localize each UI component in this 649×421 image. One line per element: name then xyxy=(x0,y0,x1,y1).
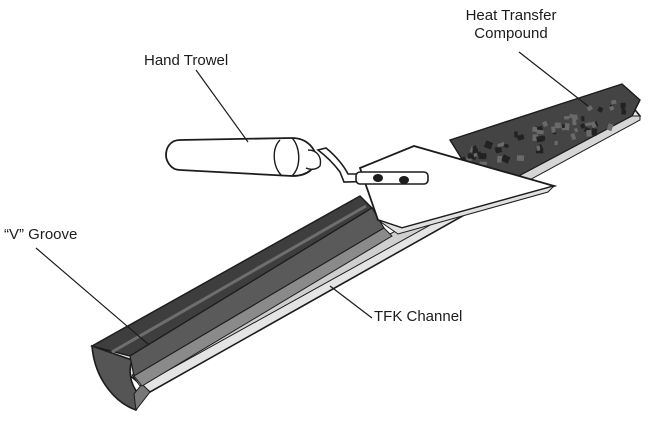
compound-particle xyxy=(554,122,561,129)
compound-particle xyxy=(473,152,478,158)
compound-particle xyxy=(570,132,577,141)
compound-particle xyxy=(500,154,511,164)
compound-particle xyxy=(585,122,592,127)
leader-v-groove xyxy=(35,247,149,345)
label-v-groove: “V” Groove xyxy=(4,226,78,243)
leader-hand-trowel xyxy=(195,69,249,143)
trowel-handle xyxy=(165,137,317,177)
trowel-shank-plate xyxy=(355,171,429,185)
label-heat-transfer-line1: Heat Transfer xyxy=(465,7,557,24)
compound-particle xyxy=(536,129,544,135)
compound-particle xyxy=(597,106,604,113)
compound-particle xyxy=(581,116,585,122)
hand-trowel xyxy=(165,137,558,235)
compound-particle xyxy=(572,118,577,126)
compound-particle xyxy=(551,126,556,133)
compound-particle xyxy=(564,123,570,131)
compound-particle xyxy=(608,105,615,111)
compound-particle xyxy=(503,143,510,149)
compound-particle xyxy=(590,121,597,129)
compound-particle xyxy=(467,153,474,159)
groove-highlight xyxy=(111,204,367,354)
compound-particle xyxy=(477,151,482,157)
compound-particle xyxy=(611,99,617,105)
rivet-1 xyxy=(373,174,383,182)
label-hand-trowel: Hand Trowel xyxy=(144,52,229,69)
compound-particle xyxy=(516,155,525,162)
compound-particle xyxy=(561,124,566,129)
leader-tfk-channel xyxy=(329,285,373,319)
leader-heat-transfer xyxy=(518,51,589,107)
handle-collar xyxy=(305,149,322,171)
compound-particle xyxy=(606,123,614,132)
compound-particle xyxy=(542,120,549,128)
compound-particle xyxy=(586,129,592,137)
compound-particle xyxy=(573,114,578,121)
compound-particle xyxy=(620,102,626,108)
handle-ferrule xyxy=(273,137,300,177)
label-tfk-channel: TFK Channel xyxy=(374,308,463,325)
compound-particle xyxy=(536,145,541,151)
groove-floor xyxy=(129,207,385,377)
compound-particle xyxy=(497,141,505,148)
leader-lines xyxy=(35,51,589,345)
compound-particle xyxy=(479,161,487,165)
compound-particle xyxy=(573,127,579,133)
heat-transfer-compound xyxy=(448,83,641,197)
rivet-2 xyxy=(399,176,409,184)
compound-particle xyxy=(536,135,545,143)
compound-particle xyxy=(590,128,598,136)
compound-particles xyxy=(457,99,627,177)
compound-particle xyxy=(516,134,525,141)
compound-particle xyxy=(535,148,544,154)
compound-particle xyxy=(621,110,627,115)
compound-particle xyxy=(554,140,558,146)
compound-particle xyxy=(496,155,503,163)
label-heat-transfer-compound: Heat Transfer Compound xyxy=(446,7,576,43)
v-groove xyxy=(90,195,393,387)
groove-near-wall xyxy=(133,227,393,387)
compound-particle xyxy=(564,116,570,120)
compound-particle xyxy=(494,146,503,154)
label-heat-transfer-line2: Compound xyxy=(474,25,548,42)
trowel-blade-edge xyxy=(377,185,556,235)
compound-particle xyxy=(586,105,594,112)
compound-particle xyxy=(579,123,586,129)
compound-particle xyxy=(483,140,494,150)
